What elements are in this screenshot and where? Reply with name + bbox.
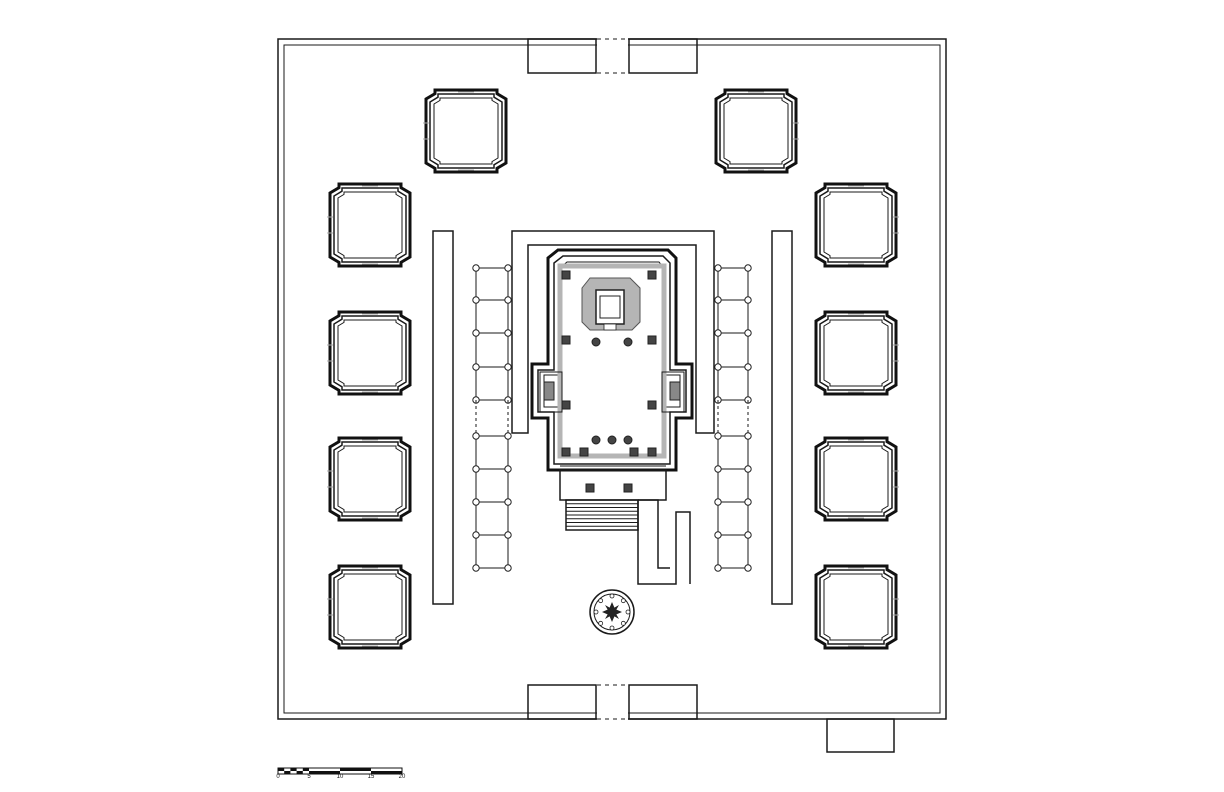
pillar	[744, 465, 752, 473]
pillar	[744, 296, 752, 304]
subsidiary-shrine	[327, 436, 412, 522]
pillar	[647, 447, 657, 457]
pillar	[472, 264, 480, 272]
scale-label-5: 5	[307, 774, 311, 780]
subsidiary-shrine	[327, 310, 412, 396]
pillar	[714, 432, 722, 440]
pillar	[591, 435, 601, 445]
subsidiary-shrine	[423, 88, 508, 174]
pillar	[472, 329, 480, 337]
pillar	[744, 432, 752, 440]
pillar	[744, 531, 752, 539]
colonnade	[714, 264, 752, 404]
pillar	[714, 498, 722, 506]
pillar	[623, 483, 633, 493]
pillar	[504, 296, 512, 304]
colonnade	[472, 264, 512, 404]
platform-left	[432, 230, 454, 605]
north-gateway	[527, 35, 698, 74]
pillar	[647, 270, 657, 280]
pillar	[744, 564, 752, 572]
pillar	[647, 335, 657, 345]
pillar	[744, 498, 752, 506]
pillar	[504, 329, 512, 337]
pillar	[714, 296, 722, 304]
entrance-stairs	[565, 499, 639, 531]
pillar	[714, 564, 722, 572]
pillar	[585, 483, 595, 493]
pillar	[561, 447, 571, 457]
pillar	[504, 264, 512, 272]
inner-enclosure	[511, 230, 715, 434]
subsidiary-shrine	[327, 564, 412, 650]
pillar	[472, 432, 480, 440]
pillar	[504, 498, 512, 506]
subsidiary-shrine	[814, 436, 899, 522]
pillar	[472, 531, 480, 539]
subsidiary-shrines	[327, 88, 899, 650]
scale-label-0: 0	[276, 774, 280, 780]
pillar	[504, 465, 512, 473]
pillar	[504, 564, 512, 572]
pillar	[607, 435, 617, 445]
pillar	[504, 363, 512, 371]
pillared-colonnades	[472, 264, 752, 572]
pillar	[714, 465, 722, 473]
scale-bar: 0 5 10 15 20	[276, 767, 406, 780]
pillar	[472, 296, 480, 304]
hall-pillars	[561, 270, 657, 493]
main-temple	[530, 248, 694, 531]
south-gateway	[527, 684, 698, 723]
pillar	[561, 400, 571, 410]
pillar	[714, 264, 722, 272]
pillar	[472, 498, 480, 506]
pillar	[714, 363, 722, 371]
pillar	[561, 270, 571, 280]
annex-structure	[826, 718, 895, 753]
subsidiary-shrine	[714, 88, 799, 174]
colonnade	[472, 432, 512, 572]
pillar	[472, 564, 480, 572]
sanctum	[581, 277, 641, 331]
pillar	[714, 329, 722, 337]
pillar	[504, 432, 512, 440]
subsidiary-shrine	[814, 310, 899, 396]
subsidiary-shrine	[814, 564, 899, 650]
well-pavilion	[589, 589, 635, 635]
pillar	[623, 435, 633, 445]
pillar	[623, 337, 633, 347]
pillar	[629, 447, 639, 457]
pillar	[744, 329, 752, 337]
pillar	[647, 400, 657, 410]
subsidiary-shrine	[814, 182, 899, 268]
colonnade	[714, 432, 752, 572]
subsidiary-shrine	[327, 182, 412, 268]
pillar	[561, 335, 571, 345]
side-ramp	[637, 499, 691, 585]
pillar	[744, 264, 752, 272]
scale-label-20: 20	[399, 774, 406, 780]
pillar	[591, 337, 601, 347]
pillar	[579, 447, 589, 457]
scale-label-10: 10	[337, 774, 344, 780]
pillar	[504, 531, 512, 539]
platform-right	[771, 230, 793, 605]
pillar	[472, 363, 480, 371]
scale-label-15: 15	[368, 774, 375, 780]
pillar	[472, 465, 480, 473]
pillar	[744, 363, 752, 371]
pillar	[714, 531, 722, 539]
